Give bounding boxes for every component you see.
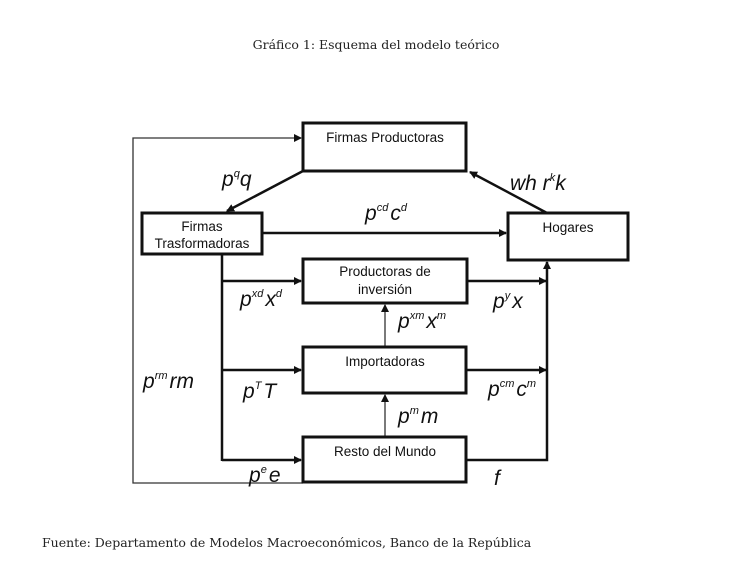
flow-label-pq: pqq <box>221 168 252 191</box>
flow-label-pe: pee <box>248 464 281 487</box>
box-resto-del-mundo: Resto del Mundo <box>301 435 468 484</box>
svg-text:Productoras de: Productoras de <box>339 264 431 279</box>
flow-label-f: f <box>494 467 502 490</box>
flow-label-pxd: pxdxd <box>239 288 283 311</box>
svg-text:inversión: inversión <box>358 282 412 297</box>
figure-source: Fuente: Departamento de Modelos Macroeco… <box>42 535 532 550</box>
svg-text:Firmas Productoras: Firmas Productoras <box>326 130 444 145</box>
box-importadoras: Importadoras <box>301 345 468 395</box>
flow-label-pT: pTT <box>242 380 278 403</box>
flow-label-pcm: pcmcm <box>487 378 536 401</box>
box-firmas-productoras: Firmas Productoras <box>301 121 468 173</box>
svg-text:Resto del Mundo: Resto del Mundo <box>334 444 436 459</box>
figure-title: Gráfico 1: Esquema del modelo teórico <box>252 37 500 52</box>
connectors <box>132 134 551 484</box>
svg-text:Firmas: Firmas <box>181 219 222 234</box>
flow-label-pxm: pxmxm <box>397 310 446 333</box>
flow-label-py: pyx <box>492 290 524 313</box>
flow-label-pcd: pcdcd <box>364 202 408 225</box>
box-productoras-inversion: Productoras de inversión <box>301 257 469 305</box>
box-firmas-trasformadoras: Firmas Trasformadoras <box>140 211 264 256</box>
arrow-hogares-to-productoras <box>469 170 548 215</box>
arrow-resto-to-hogares <box>466 261 551 462</box>
flow-label-pm: pmm <box>397 405 438 428</box>
arrow-productoras-to-trasformadoras <box>226 169 304 213</box>
svg-text:Trasformadoras: Trasformadoras <box>155 236 250 251</box>
arrow-resto-to-productoras <box>132 134 303 484</box>
box-hogares: Hogares <box>506 211 630 262</box>
svg-text:Hogares: Hogares <box>542 220 593 235</box>
svg-text:Importadoras: Importadoras <box>345 354 425 369</box>
flow-label-prm: prmrm <box>142 370 194 393</box>
flow-label-whrk: wh rkk <box>510 172 567 195</box>
